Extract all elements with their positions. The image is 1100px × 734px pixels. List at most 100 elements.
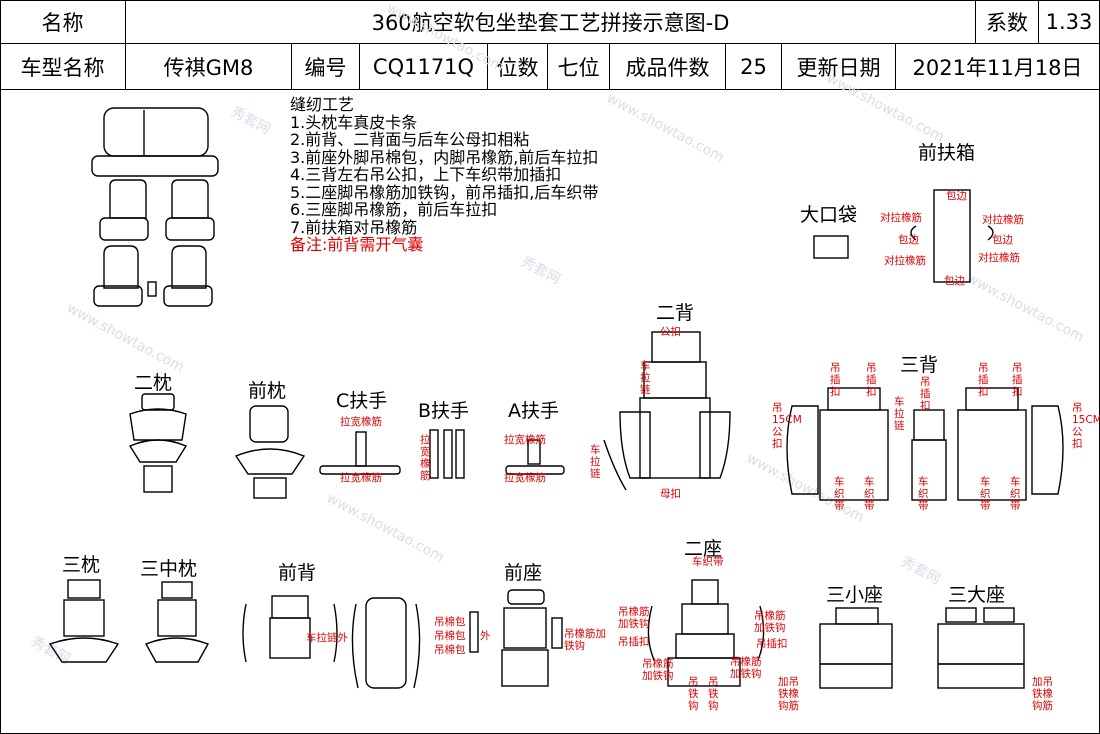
label-a-armrest: A扶手	[508, 400, 559, 422]
third-pillow-pattern	[48, 579, 120, 663]
front-back-pattern	[242, 595, 421, 689]
second-back-pattern	[603, 331, 731, 491]
note-hang-insert: 吊插扣	[756, 638, 788, 650]
model-label: 车型名称	[0, 44, 126, 90]
note-hang-elastic-hook: 吊橡筋加铁钩	[754, 610, 786, 634]
note-hang-elastic-hook: 吊橡筋加铁钩	[642, 658, 674, 682]
note-zip-out: 车拉链外	[306, 632, 348, 644]
code-label: 编号	[292, 44, 360, 90]
note-car-strap: 车织带	[864, 476, 875, 512]
label-front-armrest: 前扶箱	[918, 142, 976, 164]
label-big-pocket: 大口袋	[800, 204, 858, 226]
note-hang-buckle: 吊插扣	[866, 362, 877, 398]
c-armrest-pattern	[319, 431, 401, 475]
seat-overview-icon	[91, 107, 219, 307]
note-outer: 外	[480, 630, 491, 642]
note-pull-elastic: 对拉橡筋	[880, 212, 922, 224]
note-car-strap: 车织带	[1010, 476, 1021, 512]
date-value: 2021年11月18日	[896, 44, 1099, 90]
note-edge-elastic-hook: 加吊铁橡钩筋	[778, 676, 799, 712]
note-pull-elastic-wide: 拉宽橡筋	[340, 472, 382, 484]
label-front-back: 前背	[278, 562, 317, 584]
b-armrest-pattern	[429, 429, 465, 479]
pieces-label: 成品件数	[610, 44, 726, 90]
note-hang-hook: 吊铁钩	[688, 676, 699, 712]
front-pillow-pattern	[234, 405, 306, 499]
third-mid-pillow-pattern	[145, 581, 210, 663]
label-b-armrest: B扶手	[418, 400, 470, 422]
front-armrest-pattern	[910, 189, 994, 283]
seats-value: 七位	[548, 44, 610, 90]
pieces-value: 25	[726, 44, 782, 90]
note-car-strap: 车织带	[834, 476, 845, 512]
date-label: 更新日期	[782, 44, 896, 90]
second-pillow-pattern	[128, 393, 188, 493]
note-hang-cotton: 吊棉包	[434, 644, 466, 656]
note-hang-15cm: 吊15CM公扣	[772, 402, 802, 450]
note-pull-elastic: 对拉橡筋	[982, 214, 1024, 226]
second-seat-pattern	[647, 579, 765, 687]
third-small-seat-pattern	[819, 607, 893, 689]
note-pull-elastic-wide: 拉宽橡筋	[504, 472, 546, 484]
note-car-weave: 车织带	[692, 556, 724, 568]
note-car-zipper: 车拉链	[590, 444, 601, 480]
label-second-pillow: 二枕	[134, 372, 173, 394]
instruction-item: 7.前扶箱对吊橡筋	[290, 217, 418, 237]
coef-value: 1.33	[1039, 0, 1099, 44]
instruction-item: 2.前背、二背面与后车公母扣相粘	[290, 130, 530, 149]
note-male-buckle: 公扣	[660, 326, 681, 338]
a-armrest-pattern	[505, 439, 565, 475]
instruction-item: 3.前座外脚吊棉包，内脚吊橡筋,前后车拉扣	[290, 147, 599, 167]
label-third-back: 三背	[900, 354, 939, 376]
note-hang-buckle: 吊插扣	[920, 376, 931, 412]
big-pocket-pattern	[813, 235, 849, 259]
note-hang-elastic-hook: 吊橡筋加铁钩	[730, 656, 762, 680]
note-edge-elastic-hook: 加吊铁橡钩筋	[1032, 676, 1053, 712]
note-hang-15cm: 吊15CM公扣	[1072, 402, 1100, 450]
label-third-pillow: 三枕	[62, 554, 101, 576]
drawing-title: 360航空软包坐垫套工艺拼接示意图-D	[126, 0, 976, 44]
seats-label: 位数	[488, 44, 548, 90]
label-front-pillow: 前枕	[248, 380, 287, 402]
instruction-item: 5.二座脚吊橡筋加铁钩，前吊插扣,后车织带	[290, 182, 599, 202]
note-pull-elastic-wide: 拉宽橡筋	[504, 434, 546, 446]
third-big-seat-pattern	[937, 607, 1025, 689]
note-pull-elastic: 对拉橡筋	[978, 252, 1020, 264]
label-c-armrest: C扶手	[336, 390, 388, 412]
label-second-seat: 二座	[684, 538, 723, 560]
note-pull-elastic-wide: 拉宽橡筋	[340, 416, 382, 428]
instructions-remark: 备注:前背需开气囊	[290, 235, 424, 254]
note-edging: 包边	[992, 234, 1013, 246]
label-third-mid-pillow: 三中枕	[140, 558, 198, 580]
note-hang-insert: 吊插扣	[618, 636, 650, 648]
note-pull-elastic-wide: 拉宽橡筋	[420, 434, 431, 482]
third-back-pattern	[786, 387, 1064, 501]
note-hang-cotton: 吊棉包	[434, 616, 466, 628]
instructions-heading: 缝纫工艺	[290, 95, 355, 114]
code-value: CQ1171Q	[360, 44, 488, 90]
label-second-back: 二背	[656, 302, 695, 324]
note-car-strap: 车织带	[918, 476, 929, 512]
note-edging: 包边	[946, 190, 967, 202]
instruction-item: 4.三背左右吊公扣，上下车织带加插扣	[290, 165, 562, 184]
instruction-item: 6.三座脚吊橡筋，前后车拉扣	[290, 200, 498, 219]
note-edging: 包边	[898, 234, 919, 246]
front-seat-pattern	[469, 589, 563, 687]
label-third-big-seat: 三大座	[948, 584, 1006, 606]
note-pull-elastic: 对拉橡筋	[884, 255, 926, 267]
instruction-item: 1.头枕车真皮卡条	[290, 112, 418, 132]
note-edging: 包边	[944, 275, 965, 287]
note-hang-elastic-hook: 吊橡筋加铁钩	[564, 628, 606, 652]
coef-label: 系数	[976, 0, 1039, 44]
note-car-zipper: 车拉链	[640, 360, 651, 396]
note-car-strap: 车织带	[980, 476, 991, 512]
name-label: 名称	[0, 0, 126, 44]
note-hang-cotton: 吊棉包	[434, 630, 466, 642]
note-hang-buckle: 吊插扣	[830, 362, 841, 398]
sewing-instructions: 缝纫工艺 1.头枕车真皮卡条 2.前背、二背面与后车公母扣相粘 3.前座外脚吊棉…	[290, 96, 598, 254]
note-hang-buckle: 吊插扣	[978, 362, 989, 398]
label-third-small-seat: 三小座	[826, 584, 884, 606]
model-value: 传祺GM8	[126, 44, 292, 90]
note-hang-elastic-hook: 吊橡筋加铁钩	[618, 606, 650, 630]
